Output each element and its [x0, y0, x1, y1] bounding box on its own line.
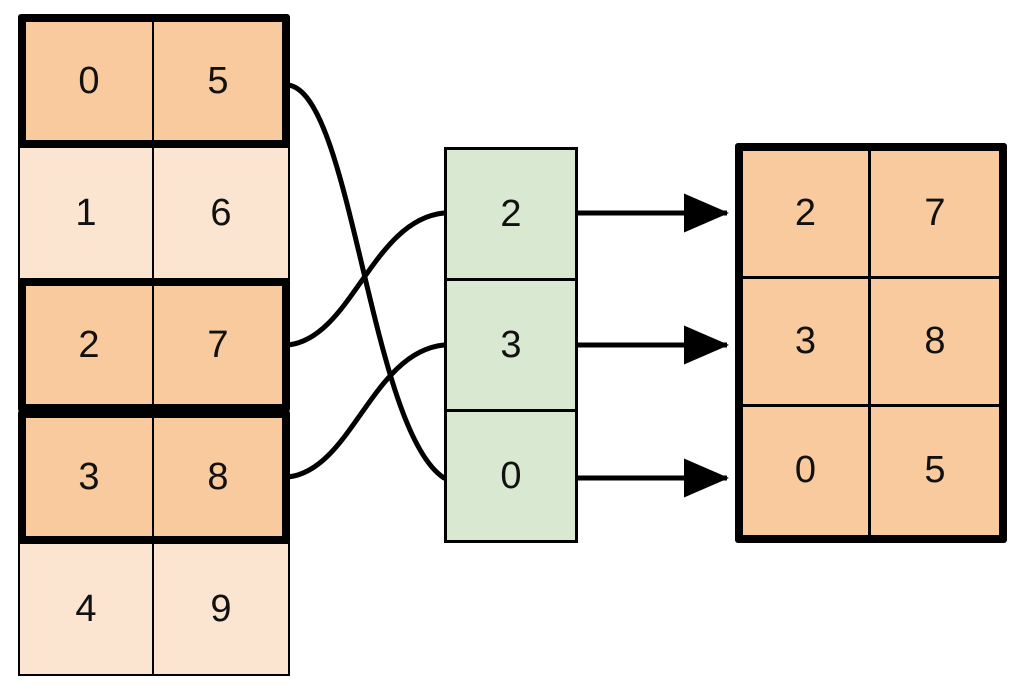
source-cell-1-1[interactable]: 6 [154, 148, 288, 278]
curve-row-2-to-index-slot-0 [285, 210, 447, 348]
source-cell-value: 0 [78, 59, 100, 102]
source-row-4[interactable]: 4 9 [18, 542, 290, 676]
index-cell-0[interactable]: 2 [447, 150, 575, 281]
output-cell-value: 5 [924, 449, 946, 492]
curve-row-3-to-index-slot-1 [285, 342, 447, 480]
source-cell-value: 2 [78, 323, 100, 366]
output-cell-value: 7 [924, 192, 946, 234]
source-cell-3-0[interactable]: 3 [26, 418, 154, 536]
source-cell-value: 9 [210, 587, 232, 630]
index-cell-1[interactable]: 3 [447, 281, 575, 412]
index-column: 2 3 0 [444, 147, 578, 543]
source-cell-4-1[interactable]: 9 [154, 544, 288, 674]
output-cell-value: 3 [794, 319, 817, 362]
output-cell-0-0[interactable]: 2 [743, 151, 871, 279]
source-row-2[interactable]: 2 7 [18, 278, 290, 412]
index-cell-value: 0 [500, 454, 522, 497]
source-cell-value: 5 [207, 59, 229, 102]
index-cell-2[interactable]: 0 [447, 412, 575, 540]
output-cell-2-1[interactable]: 5 [871, 407, 999, 535]
source-row-3[interactable]: 3 8 [18, 410, 290, 544]
output-table: 2 7 3 8 0 5 [735, 143, 1007, 543]
source-cell-1-0[interactable]: 1 [20, 148, 154, 278]
index-cell-value: 2 [500, 192, 522, 235]
output-cell-0-1[interactable]: 7 [871, 151, 999, 279]
output-cell-1-1[interactable]: 8 [871, 279, 999, 407]
source-cell-value: 4 [75, 587, 97, 630]
output-cell-value: 8 [924, 319, 946, 362]
output-cell-value: 2 [794, 192, 817, 234]
source-cell-value: 7 [207, 323, 229, 366]
source-cell-value: 1 [75, 191, 97, 234]
index-cell-value: 3 [500, 323, 522, 366]
source-cell-3-1[interactable]: 8 [154, 418, 282, 536]
source-cell-0-0[interactable]: 0 [26, 22, 154, 140]
source-row-1[interactable]: 1 6 [18, 146, 290, 280]
output-cell-value: 0 [794, 449, 817, 492]
source-cell-0-1[interactable]: 5 [154, 22, 282, 140]
source-cell-value: 8 [207, 455, 229, 498]
output-cell-1-0[interactable]: 3 [743, 279, 871, 407]
source-cell-value: 3 [78, 455, 100, 498]
curve-row-0-to-index-slot-2 [285, 82, 447, 481]
output-cell-2-0[interactable]: 0 [743, 407, 871, 535]
source-cell-2-0[interactable]: 2 [26, 286, 154, 404]
source-cell-2-1[interactable]: 7 [154, 286, 282, 404]
source-cell-4-0[interactable]: 4 [20, 544, 154, 674]
source-cell-value: 6 [210, 191, 232, 234]
source-row-0[interactable]: 0 5 [18, 14, 290, 148]
